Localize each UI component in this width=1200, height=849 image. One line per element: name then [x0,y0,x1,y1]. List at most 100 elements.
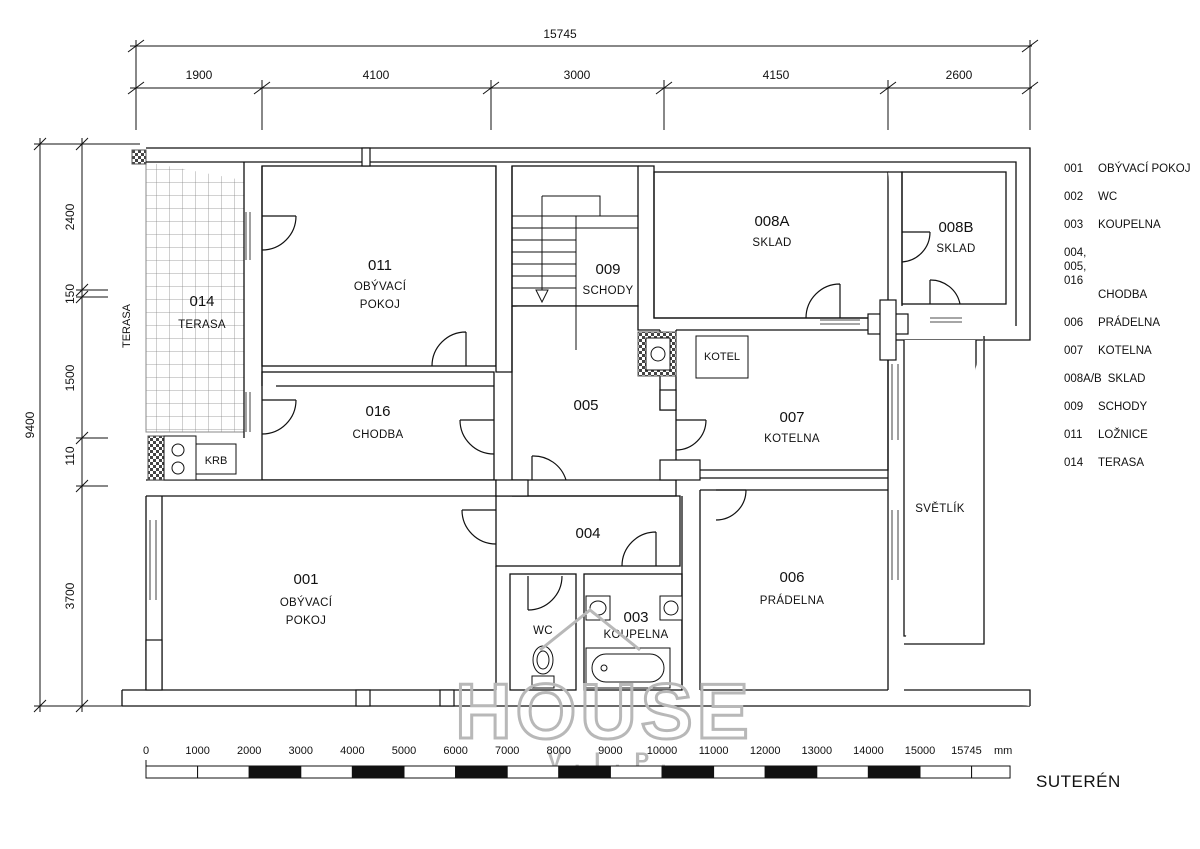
room-008b-name: SKLAD [936,243,975,255]
krb-label: KRB [205,455,228,467]
scale-segment [816,765,869,779]
height-segment-4: 110 [63,446,77,465]
room-001-number: 001 [293,571,318,588]
width-segment-4: 4150 [763,68,790,82]
legend-row: 003 KOUPELNA [1064,218,1194,232]
scale-segment [971,765,1011,779]
room-001-name-1: OBÝVACÍ [280,596,333,609]
room-008a-name: SKLAD [752,237,791,249]
scale-tick-label: 12000 [750,745,781,757]
scale-tick-label: 15745 [951,745,982,757]
legend-code: 002 [1064,191,1084,203]
scale-tick-label: 2000 [237,745,261,757]
room-008b-number: 008B [938,219,973,236]
walls [121,147,1031,707]
left-dimension-chain [33,137,140,713]
scale-tick-label: 8000 [547,745,571,757]
total-height-label: 9400 [23,411,37,438]
legend-row: 008A/B SKLAD [1064,372,1194,386]
total-width-label: 15745 [543,27,577,41]
height-segment-3: 1500 [63,364,77,391]
width-segment-3: 3000 [564,68,591,82]
boiler [695,335,749,379]
scale-tick-label: 14000 [853,745,884,757]
terrace-column [131,149,147,165]
scale-segment [145,765,199,779]
room-009-name: SCHODY [582,285,633,297]
legend-code: 003 [1064,219,1084,231]
room-001-name-2: POKOJ [286,615,326,627]
doors [261,215,961,611]
top-dimension-chain [127,39,1039,130]
bathroom-fixtures [585,595,683,689]
legend-name: KOUPELNA [1098,219,1161,231]
width-segment-2: 4100 [363,68,390,82]
svg-text:HOUSE: HOUSE [455,667,752,755]
legend-code: 004, 005, 016 [1064,247,1087,287]
legend-code: 014 [1064,457,1084,469]
height-segment-1: 2400 [63,203,77,230]
terrace-tiles [145,161,245,433]
legend-row: 006 PRÁDELNA [1064,316,1194,330]
legend-name: WC [1098,191,1118,203]
room-007-name: KOTELNA [764,433,820,445]
scale-segment [300,765,353,779]
scale-segment [403,765,457,779]
room-014-name: TERASA [178,319,226,331]
scale-segment [455,765,508,779]
room-006-name: PRÁDELNA [760,594,824,607]
room-004-number: 004 [575,525,600,542]
room-007-number: 007 [779,409,804,426]
scale-tick-label: 1000 [185,745,209,757]
legend-name: PRÁDELNA [1098,317,1160,329]
chimney [637,331,677,377]
scale-tick-label: 10000 [647,745,678,757]
scale-segment [609,765,663,779]
room-014-number: 014 [189,293,214,310]
width-segment-5: 2600 [946,68,973,82]
scale-segment [867,765,921,779]
scale-tick-label: 6000 [443,745,467,757]
floor-name: SUTERÉN [1036,772,1121,791]
room-011-name-2: POKOJ [360,299,400,311]
legend-name: KOTELNA [1098,345,1152,357]
legend-name: SKLAD [1107,373,1146,385]
room-016-number: 016 [365,403,390,420]
legend-name: LOŽNICE [1098,429,1148,441]
room-011-number: 011 [368,257,392,274]
legend-code: 001 [1064,163,1084,175]
legend-name: SCHODY [1098,401,1148,413]
scale-tick-label: 4000 [340,745,364,757]
room-008a-number: 008A [754,213,789,230]
kotel-label: KOTEL [704,351,740,363]
scale-segment [351,765,405,779]
scale-tick-label: 13000 [802,745,833,757]
scale-segment [661,765,715,779]
legend-code: 008A/B [1064,373,1102,385]
room-011-name-1: OBÝVACÍ [354,280,407,293]
scale-segment [919,765,973,779]
scale-tick-label: 9000 [598,745,622,757]
staircase [511,195,638,350]
scale-segment [248,765,302,779]
width-segment-1: 1900 [186,68,213,82]
scale-segment [197,765,250,779]
height-segment-2: 150 [63,284,77,304]
windows [149,212,962,600]
legend-code: 006 [1064,317,1084,329]
height-segment-5: 3700 [63,582,77,609]
legend-name: CHODBA [1098,289,1148,301]
scale-tick-label: 3000 [289,745,313,757]
legend-row: 002 WC [1064,190,1194,204]
room-005-number: 005 [573,397,598,414]
room-003-name: KOUPELNA [603,629,668,641]
